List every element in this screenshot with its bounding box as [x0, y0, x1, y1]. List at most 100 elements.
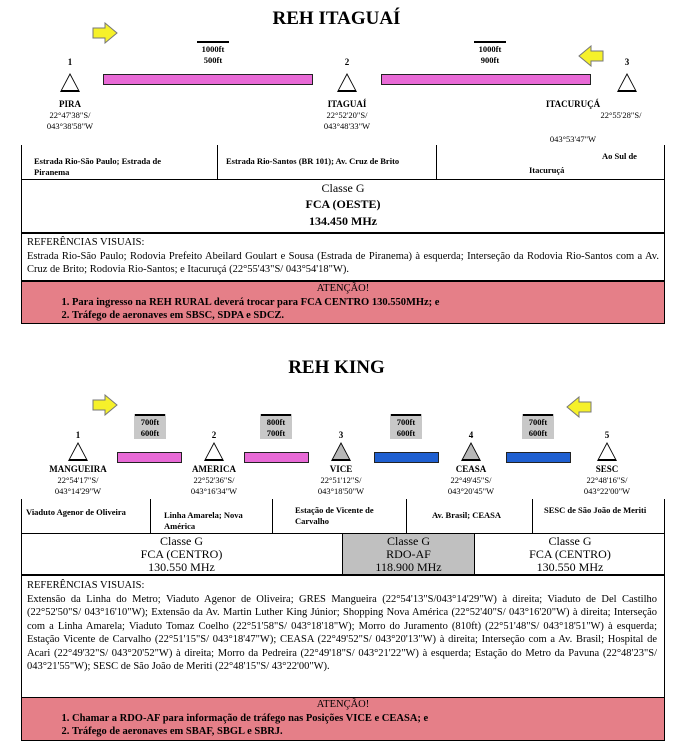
attention-box: ATENÇÃO! Para ingresso na REH RURAL deve…: [21, 281, 665, 324]
road-reference: Ao Sul de: [602, 151, 637, 161]
point-lon: 043°53'47"W: [549, 134, 597, 144]
table-border: [532, 499, 533, 534]
point-lon: 043°38'58"W: [46, 121, 94, 131]
road-reference: Viaduto Agenor de Oliveira: [26, 507, 126, 517]
point-name: ITACURUÇÁ: [545, 99, 601, 109]
road-reference: Itacuruçá: [529, 165, 565, 175]
frequency-box-rdo-af: [342, 533, 475, 575]
route-leg-bar: [381, 74, 591, 85]
point-lon: 043°14'29"W: [54, 486, 102, 496]
references-text: REFERÊNCIAS VISUAIS:Estrada Rio-São Paul…: [27, 237, 659, 275]
route-leg-bar: [244, 452, 309, 463]
attention-item: Tráfego de aeronaves em SBAF, SBGL e SBR…: [72, 725, 664, 738]
waypoint-triangle-icon: [204, 442, 224, 461]
frequency-box: [21, 179, 665, 233]
point-lat: 22°47'38"S/: [49, 110, 91, 120]
point-name: PIRA: [59, 99, 81, 109]
point-lat: 22°51'12"S/: [320, 475, 362, 485]
point-lat: 22°55'28"S/: [600, 110, 642, 120]
frequency-mhz: 130.550 MHz: [148, 560, 215, 574]
frequency-unit: FCA (CENTRO): [529, 547, 611, 561]
attention-title: ATENÇÃO!: [316, 699, 370, 710]
road-reference: Estação de Vicente de Carvalho: [295, 505, 374, 526]
airspace-class: Classe G: [548, 534, 592, 548]
point-name: CEASA: [455, 464, 487, 474]
direction-arrow-left-icon: [578, 45, 604, 67]
direction-arrow-right-icon: [92, 22, 118, 44]
direction-arrow-right-icon: [92, 394, 118, 416]
point-name: MANGUEIRA: [49, 464, 107, 474]
road-reference: SESC de São João de Meriti: [544, 505, 647, 515]
road-reference: Av. Brasil; CEASA: [432, 510, 502, 520]
airspace-class: Classe G: [321, 181, 365, 195]
direction-arrow-left-icon: [566, 396, 592, 418]
point-number: 1: [75, 430, 81, 440]
waypoint-triangle-gray-icon: [331, 442, 351, 461]
route-leg-bar: [506, 452, 571, 463]
table-border: [664, 499, 665, 534]
point-lon: 043°18'50"W: [317, 486, 365, 496]
route-leg-bar: [117, 452, 182, 463]
table-border: [21, 499, 22, 534]
road-reference: Linha Amarela; Nova América: [164, 510, 243, 531]
table-border: [664, 145, 665, 180]
attention-title: ATENÇÃO!: [316, 283, 370, 294]
point-number: 4: [468, 430, 474, 440]
frequency-unit: FCA (OESTE): [305, 197, 381, 211]
point-number: 1: [67, 57, 73, 67]
point-number: 2: [344, 57, 350, 67]
point-name: AMERICA: [192, 464, 236, 474]
point-number: 3: [624, 57, 630, 67]
attention-item: Tráfego de aeronaves em SBSC, SDPA e SDC…: [72, 309, 664, 322]
references-box: [21, 233, 665, 281]
point-lat: 22°52'36"S/: [193, 475, 235, 485]
point-number: 2: [211, 430, 217, 440]
point-number: 5: [604, 430, 610, 440]
point-name: ITAGUAÍ: [327, 99, 367, 109]
point-lat: 22°54'17"S/: [57, 475, 99, 485]
attention-box: ATENÇÃO! Chamar a RDO-AF para informação…: [21, 697, 665, 741]
waypoint-triangle-icon: [337, 73, 357, 92]
frequency-mhz: 134.450 MHz: [309, 214, 377, 228]
point-lat: 22°48'16"S/: [586, 475, 628, 485]
point-lon: 043°48'33"W: [323, 121, 371, 131]
waypoint-triangle-icon: [617, 73, 637, 92]
waypoint-triangle-gray-icon: [461, 442, 481, 461]
point-lat: 22°49'45"S/: [450, 475, 492, 485]
attention-item: Chamar a RDO-AF para informação de tráfe…: [72, 712, 664, 725]
road-reference: Estrada Rio-São Paulo; Estrada de Pirane…: [34, 156, 162, 177]
waypoint-triangle-icon: [68, 442, 88, 461]
table-border: [406, 499, 407, 534]
table-border: [217, 145, 218, 180]
table-border: [21, 145, 22, 180]
frequency-unit: FCA (CENTRO): [140, 547, 223, 561]
point-lon: 043°16'34"W: [190, 486, 238, 496]
section-title-king: REH KING: [288, 357, 385, 378]
road-reference: Estrada Rio-Santos (BR 101); Av. Cruz de…: [226, 156, 400, 166]
point-lon: 043°22'00"W: [583, 486, 631, 496]
airspace-class: Classe G: [387, 534, 430, 548]
point-name: SESC: [595, 464, 619, 474]
frequency-mhz: 130.550 MHz: [536, 560, 604, 574]
table-border: [150, 499, 151, 534]
frequency-mhz: 118.900 MHz: [375, 560, 442, 574]
route-leg-bar: [374, 452, 439, 463]
route-leg-bar: [103, 74, 313, 85]
point-name: VICE: [329, 464, 353, 474]
point-lon: 043°20'45"W: [447, 486, 495, 496]
attention-item: Para ingresso na REH RURAL deverá trocar…: [72, 296, 664, 309]
point-number: 3: [338, 430, 344, 440]
point-lat: 22°52'20"S/: [326, 110, 368, 120]
section-title-itaguai: REH ITAGUAÍ: [272, 8, 401, 29]
references-text: REFERÊNCIAS VISUAIS:Extensão da Linha do…: [27, 580, 657, 672]
frequency-unit: RDO-AF: [386, 547, 431, 561]
waypoint-triangle-icon: [60, 73, 80, 92]
waypoint-triangle-icon: [597, 442, 617, 461]
table-border: [272, 499, 273, 534]
